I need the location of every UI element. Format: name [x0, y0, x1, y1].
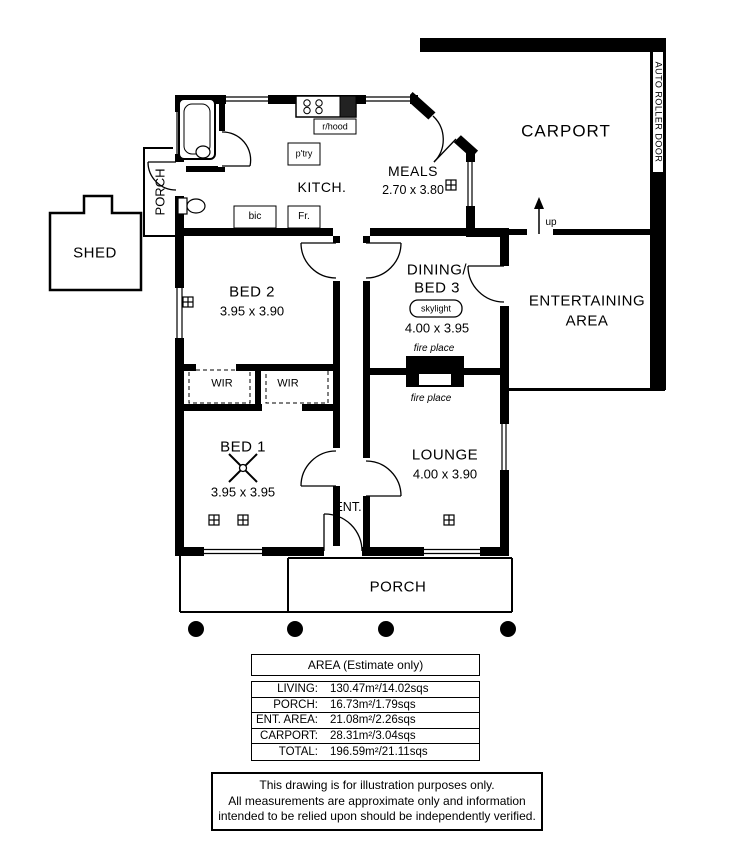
table-row: CARPORT: 28.31m²/3.04sqs — [252, 729, 479, 745]
toilet — [177, 197, 206, 215]
kitchen-label: KITCH. — [297, 179, 347, 195]
window-symbol-icon — [182, 296, 194, 308]
row-value: 21.08m²/2.26sqs — [330, 714, 416, 727]
bed1-dims: 3.95 x 3.95 — [210, 484, 276, 500]
table-row: ENT. AREA: 21.08m²/2.26sqs — [252, 713, 479, 729]
window-symbol-icon — [237, 514, 249, 526]
bic-label: bic — [248, 211, 262, 222]
rangehood-box — [313, 118, 357, 135]
table-row: TOTAL: 196.59m²/21.11sqs — [252, 744, 479, 760]
bic-box — [233, 205, 277, 229]
dining-label-line1: DINING/ — [406, 261, 468, 279]
porch-bottom-outline — [179, 556, 513, 613]
window-symbol-icon — [443, 514, 455, 526]
bed2-dims: 3.95 x 3.90 — [219, 303, 285, 319]
fireplace-top-label: fire place — [413, 343, 455, 354]
lounge-label: LOUNGE — [411, 446, 479, 464]
window-symbol-icons — [182, 179, 457, 526]
table-row: LIVING: 130.47m²/14.02sqs — [252, 682, 479, 698]
row-value: 28.31m²/3.04sqs — [330, 730, 416, 743]
dining-dims: 4.00 x 3.95 — [404, 320, 470, 336]
porch-left-label: PORCH — [152, 168, 168, 216]
fireplace — [406, 356, 464, 387]
entertaining-walls — [505, 229, 665, 391]
fridge-label: Fr. — [298, 211, 310, 222]
entry-label: ENT. — [334, 499, 362, 514]
wir-right-label: WIR — [277, 377, 299, 390]
carport-label: CARPORT — [521, 121, 611, 141]
fireplace-bottom-label: fire place — [410, 393, 452, 404]
row-value: 130.47m²/14.02sqs — [330, 683, 429, 696]
entertaining-label-line2: AREA — [565, 312, 609, 330]
area-table-title: AREA (Estimate only) — [251, 654, 480, 676]
row-label: LIVING: — [277, 683, 318, 696]
skylight-badge — [409, 299, 463, 318]
auto-roller-door-label: AUTO ROLLER DOOR — [653, 61, 664, 163]
row-value: 16.73m²/1.79sqs — [330, 698, 416, 711]
table-row: PORCH: 16.73m²/1.79sqs — [252, 698, 479, 714]
dining-label-line2: BED 3 — [414, 279, 460, 297]
window-symbol-icon — [208, 514, 220, 526]
pantry-box — [287, 142, 321, 166]
disclaimer-line: All measurements are approximate only an… — [228, 793, 526, 808]
bathtub — [178, 98, 216, 160]
pantry-label: p'try — [295, 148, 313, 159]
disclaimer-line: This drawing is for illustration purpose… — [259, 778, 495, 792]
row-label: CARPORT: — [260, 730, 318, 743]
meals-dims: 2.70 x 3.80 — [382, 182, 444, 197]
lounge-dims: 4.00 x 3.90 — [412, 466, 478, 482]
row-label: ENT. AREA: — [256, 714, 318, 727]
porch-bottom-label: PORCH — [369, 578, 427, 596]
doors — [147, 115, 505, 552]
window-symbol-icon — [445, 179, 457, 191]
ceiling-fan-icon — [228, 453, 258, 483]
fridge-box — [287, 205, 321, 229]
up-arrow-icon — [534, 197, 544, 234]
wir-robes — [188, 369, 329, 404]
rangehood-label: r/hood — [322, 121, 348, 132]
up-label: up — [545, 217, 557, 228]
row-label: PORCH: — [273, 698, 318, 711]
cooktop — [295, 95, 357, 118]
shed-label: SHED — [73, 244, 117, 262]
entertaining-label-line1: ENTERTAINING — [528, 292, 646, 310]
shed-outline — [48, 194, 143, 292]
area-table-rows: LIVING: 130.47m²/14.02sqs PORCH: 16.73m²… — [251, 681, 480, 761]
wir-left-label: WIR — [211, 377, 233, 390]
skylight-label: skylight — [420, 303, 452, 314]
area-table: AREA (Estimate only) LIVING: 130.47m²/14… — [251, 654, 480, 761]
basin — [195, 145, 211, 159]
windows — [176, 96, 507, 555]
disclaimer-line: intended to be relied upon should be ind… — [218, 809, 536, 824]
porch-posts — [188, 621, 516, 637]
row-label: TOTAL: — [278, 746, 318, 759]
bed2-label: BED 2 — [229, 283, 275, 301]
carport-walls — [420, 38, 666, 390]
row-value: 196.59m²/21.11sqs — [330, 746, 428, 759]
disclaimer-box: This drawing is for illustration purpose… — [211, 772, 543, 831]
meals-label: MEALS — [388, 163, 438, 179]
bed1-label: BED 1 — [220, 438, 266, 456]
